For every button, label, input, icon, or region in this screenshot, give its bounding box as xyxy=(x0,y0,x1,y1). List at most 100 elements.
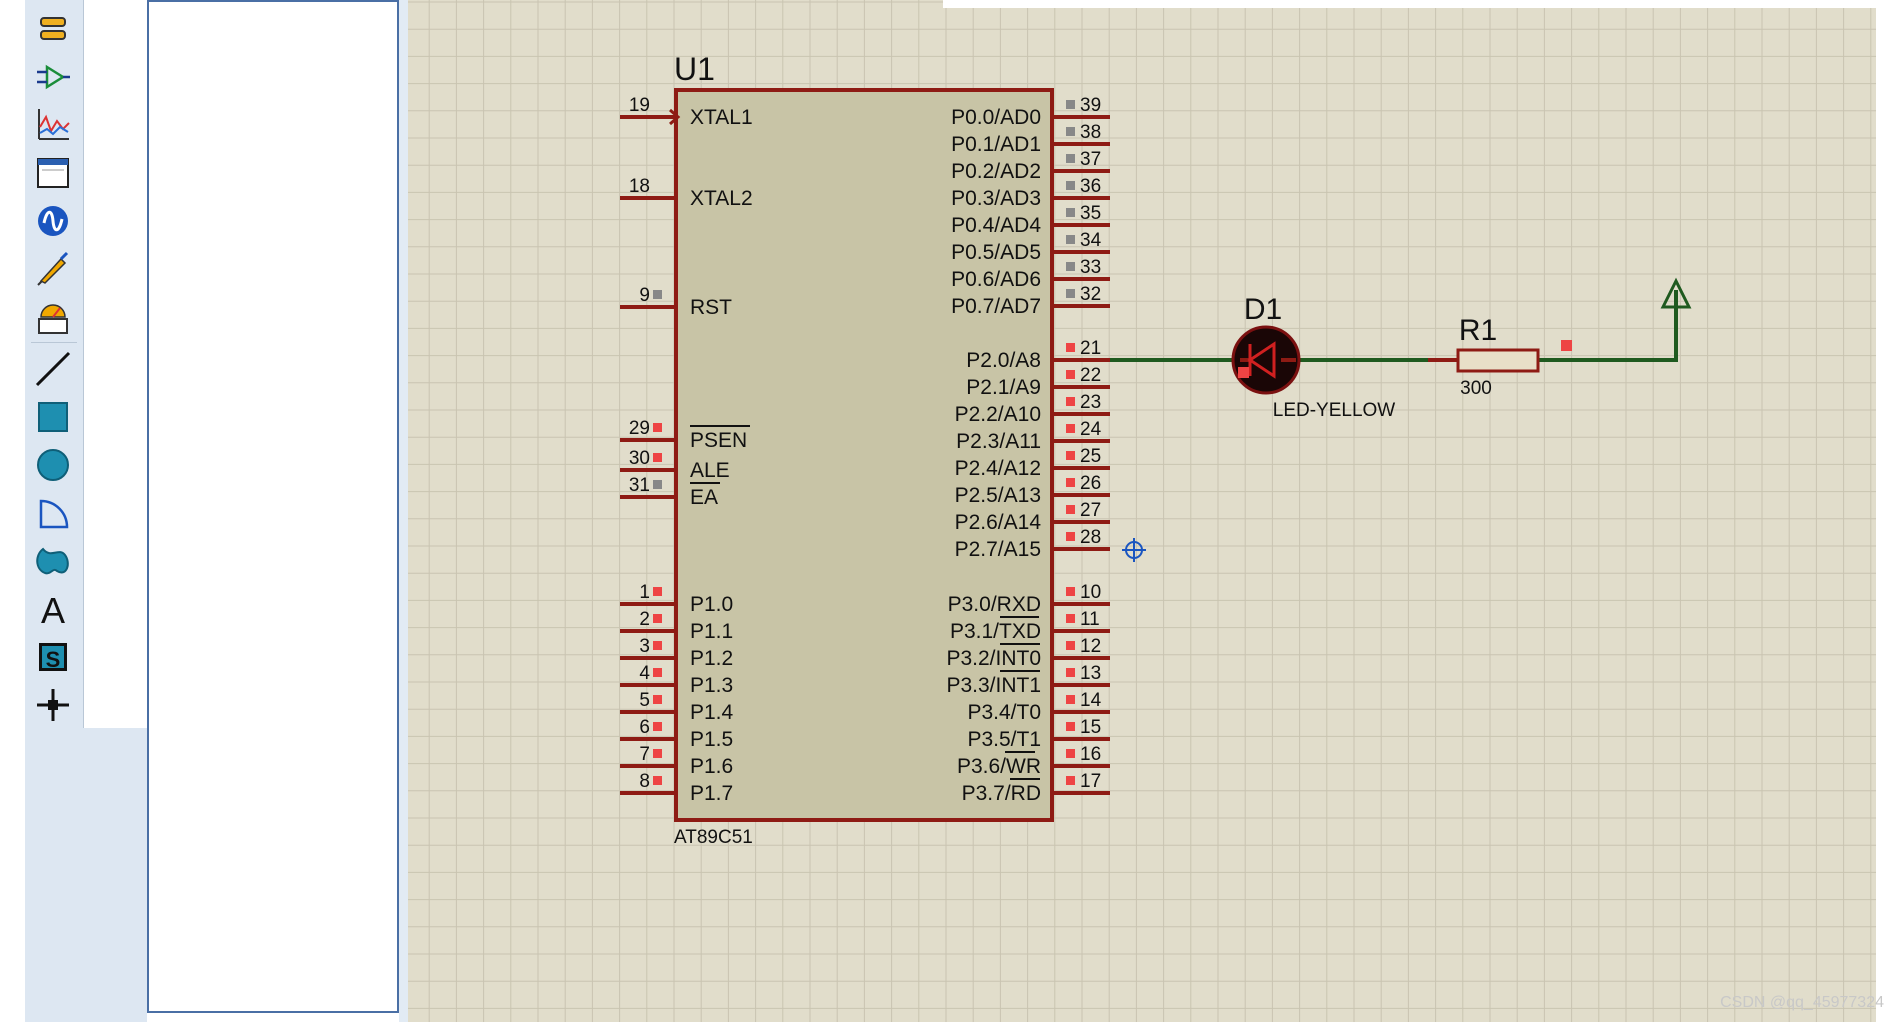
pin-number: 9 xyxy=(639,285,650,306)
pin-number: 1 xyxy=(639,582,650,603)
device-pins-mode-icon[interactable] xyxy=(32,56,74,98)
pin-number: 10 xyxy=(1080,582,1101,603)
pin-state-marker xyxy=(653,480,662,489)
pin-label: P1.2 xyxy=(690,647,733,670)
pin-number: 15 xyxy=(1080,717,1101,738)
pin-label: P3.7/RD xyxy=(962,782,1041,805)
resistor-ref-label: R1 xyxy=(1459,314,1497,347)
pin-state-marker xyxy=(653,722,662,731)
pin-number: 35 xyxy=(1080,203,1101,224)
pin-number: 18 xyxy=(629,176,650,197)
pin-state-marker xyxy=(1066,451,1075,460)
pin-state-marker xyxy=(1066,208,1075,217)
resistor-body[interactable] xyxy=(1456,348,1540,373)
pin-number: 7 xyxy=(639,744,650,765)
pin-state-marker xyxy=(1066,722,1075,731)
pin-label: XTAL2 xyxy=(690,187,753,210)
circle-2d-icon[interactable] xyxy=(32,444,74,486)
pin-number: 25 xyxy=(1080,446,1101,467)
virtual-instruments-icon[interactable] xyxy=(32,296,74,338)
pin-number: 31 xyxy=(629,475,650,496)
led-body[interactable] xyxy=(1231,325,1301,395)
pin-number: 36 xyxy=(1080,176,1101,197)
pin-label: P1.1 xyxy=(690,620,733,643)
pin-state-marker xyxy=(1066,127,1075,136)
pin-state-marker xyxy=(653,614,662,623)
svg-text:S: S xyxy=(46,647,61,672)
pin-state-marker xyxy=(1066,154,1075,163)
chip-ref-label: U1 xyxy=(674,51,715,87)
pin-state-marker xyxy=(1066,397,1075,406)
pin-number: 34 xyxy=(1080,230,1102,251)
pin-state-marker xyxy=(653,423,662,432)
pin-state-marker xyxy=(1066,181,1075,190)
box-2d-icon[interactable] xyxy=(32,396,74,438)
watermark-text: CSDN @qq_45977324 xyxy=(1720,994,1884,1011)
pin-state-marker xyxy=(1066,262,1075,271)
pin-state-marker xyxy=(653,776,662,785)
closed-path-2d-icon[interactable] xyxy=(32,540,74,582)
panel-splitter[interactable] xyxy=(399,0,409,1022)
pin-number: 17 xyxy=(1080,771,1101,792)
pin-state-marker xyxy=(1066,424,1075,433)
text-2d-icon[interactable]: A xyxy=(32,588,74,630)
pin-number: 16 xyxy=(1080,744,1101,765)
terminals-mode-icon[interactable] xyxy=(32,8,74,50)
pin-state-marker xyxy=(1066,370,1075,379)
pin-state-marker xyxy=(653,695,662,704)
pin-state-marker xyxy=(653,641,662,650)
pin-number: 39 xyxy=(1080,95,1101,116)
wire-resistor-to-power[interactable] xyxy=(1538,290,1678,362)
pin-label: P2.1/A9 xyxy=(966,376,1041,399)
pin-number: 23 xyxy=(1080,392,1101,413)
pin-state-marker xyxy=(1066,478,1075,487)
pin-number: 12 xyxy=(1080,636,1101,657)
voltage-probe-icon[interactable] xyxy=(32,248,74,290)
pin-label: P0.3/AD3 xyxy=(951,187,1041,210)
schematic-drawing[interactable]: U1AT89C5119XTAL118XTAL29RST29PSEN30ALE31… xyxy=(401,0,1876,1022)
pin-number: 37 xyxy=(1080,149,1101,170)
pin-state-marker xyxy=(653,290,662,299)
pin-number: 19 xyxy=(629,95,650,116)
pin-label: P0.2/AD2 xyxy=(951,160,1041,183)
right-margin xyxy=(1876,0,1904,1022)
pin-number: 11 xyxy=(1080,609,1100,630)
pin-number: 2 xyxy=(639,609,650,630)
pin-state-marker xyxy=(1066,668,1075,677)
pin-number: 13 xyxy=(1080,663,1101,684)
power-terminal-icon[interactable] xyxy=(1660,277,1692,309)
pin-label: P3.4/T0 xyxy=(967,701,1041,724)
pin-label: P1.5 xyxy=(690,728,733,751)
pin-label: ALE xyxy=(690,459,730,482)
pin-label: P0.0/AD0 xyxy=(951,106,1041,129)
pin-state-marker xyxy=(1066,587,1075,596)
symbol-2d-icon[interactable]: S xyxy=(32,636,74,678)
line-2d-icon[interactable] xyxy=(32,348,74,390)
device-selector-panel[interactable] xyxy=(147,0,399,1013)
pin-label: P1.0 xyxy=(690,593,733,616)
pin-label: P1.4 xyxy=(690,701,734,724)
marker-2d-icon[interactable] xyxy=(32,684,74,726)
arc-2d-icon[interactable] xyxy=(32,492,74,534)
svg-text:A: A xyxy=(41,590,65,629)
pin-label: P2.5/A13 xyxy=(955,484,1041,507)
tape-recorder-icon[interactable] xyxy=(32,152,74,194)
pin-number: 5 xyxy=(639,690,650,711)
pin-state-marker xyxy=(1066,641,1075,650)
pin-number: 3 xyxy=(639,636,650,657)
pin-label: EA xyxy=(690,486,718,509)
generator-mode-icon[interactable] xyxy=(32,200,74,242)
pin-state-marker xyxy=(653,668,662,677)
pin-label: PSEN xyxy=(690,429,747,452)
pin-number: 24 xyxy=(1080,419,1102,440)
pin-label: P1.6 xyxy=(690,755,733,778)
chip-body[interactable] xyxy=(674,88,1054,822)
pin-number: 28 xyxy=(1080,527,1101,548)
pin-number: 14 xyxy=(1080,690,1102,711)
pin-label: P0.5/AD5 xyxy=(951,241,1041,264)
graph-mode-icon[interactable] xyxy=(32,104,74,146)
pin-label: P2.7/A15 xyxy=(955,538,1041,561)
chip-part-label: AT89C51 xyxy=(674,827,753,848)
